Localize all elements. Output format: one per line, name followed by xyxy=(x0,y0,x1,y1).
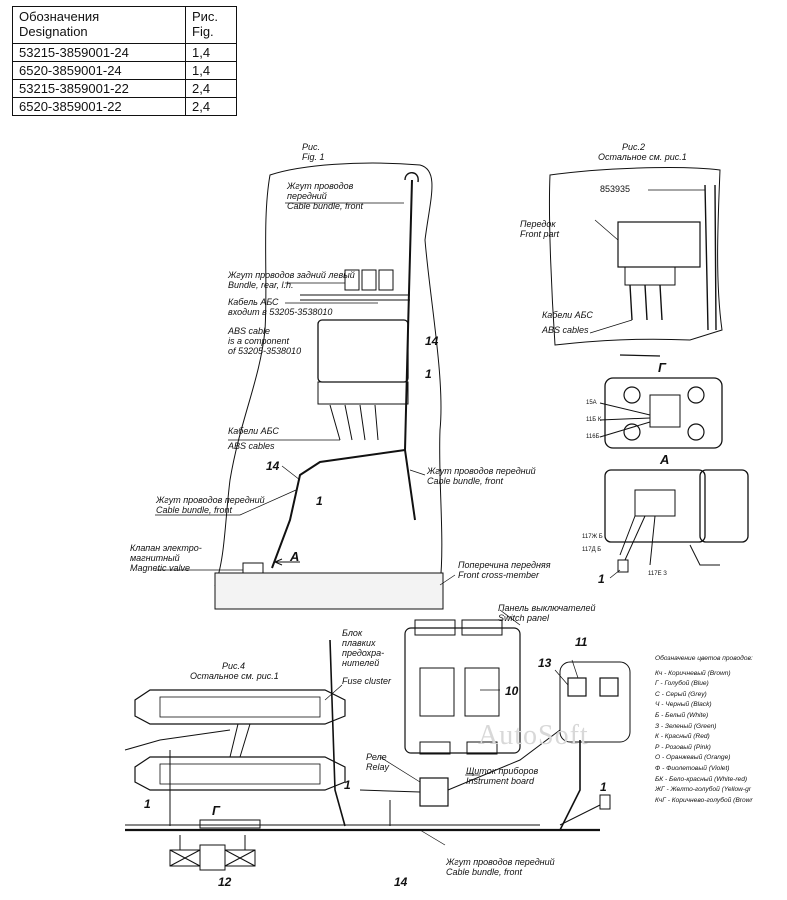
fig2-module xyxy=(617,221,701,268)
legend-item: ЖГ - Желто-голубой (Yellow-gr xyxy=(655,786,751,794)
fig1-leaders xyxy=(155,202,456,586)
legend-item: БК - Бело-красный (White-red) xyxy=(655,775,748,783)
fig2-tag: 15А xyxy=(586,400,597,406)
fig2-part-number: 853935 xyxy=(600,184,631,194)
legend-item: Г - Голубой (Blue) xyxy=(655,680,709,688)
fig2-view-g-block xyxy=(604,377,723,449)
wire-color-legend: Обозначение цветов проводов: Кч - Коричн… xyxy=(655,654,753,806)
fig2-view-a-block xyxy=(604,469,706,543)
fig4-instrument-board xyxy=(559,661,631,743)
fig1-frame-outline xyxy=(214,162,443,586)
fig2-view-g-marker: Г xyxy=(658,360,666,375)
fig4-fuse-cluster-bottom xyxy=(134,756,346,791)
legend-title: Обозначение цветов проводов: xyxy=(655,655,753,662)
fig4-callout-1-right: 1 xyxy=(600,780,607,794)
fig2-tag: 117Е З xyxy=(648,571,667,577)
fig4-relay xyxy=(419,777,449,807)
fig1-callout-1-bottom: 1 xyxy=(316,494,323,508)
legend-item: О - Оранжевый (Orange) xyxy=(655,754,731,762)
fig2-callout-1: 1 xyxy=(598,572,605,586)
fig4-callout-10: 10 xyxy=(505,684,519,698)
fig1-abs-module xyxy=(317,319,409,383)
legend-item: З - Зеленый (Green) xyxy=(655,722,717,730)
legend-item: Ф - Фиолетовый (Violet) xyxy=(655,764,730,772)
fig-cell: 1,4 xyxy=(185,43,237,62)
fig1-bundle-vertical xyxy=(403,179,416,521)
fig4-callout-1-mid: 1 xyxy=(344,778,351,792)
fig4-callout-1-left: 1 xyxy=(144,797,151,811)
fig4-callout-12: 12 xyxy=(218,875,232,889)
fig2-tag: 117Ж Б xyxy=(582,534,603,540)
legend-item: Ч - Черный (Black) xyxy=(655,701,712,709)
legend-item: Б - Белый (White) xyxy=(655,711,709,719)
fig4-callout-11: 11 xyxy=(575,635,588,649)
fig2-tag: 11Б К xyxy=(586,417,602,423)
designation-cell: 6520-3859001-24 xyxy=(12,61,186,80)
fig1-view-a-marker: А xyxy=(290,549,300,564)
designation-table: Обозначения Designation Рис. Fig. 53215-… xyxy=(12,6,237,116)
designation-cell: 53215-3859001-22 xyxy=(12,79,186,98)
fig-header: Рис. Fig. xyxy=(185,6,237,44)
fig2-frame-outline xyxy=(548,167,723,346)
fig1-connectors xyxy=(300,269,410,301)
fig-cell: 2,4 xyxy=(185,97,237,116)
fig2-tag: 116Б xyxy=(586,434,600,440)
fig1-cross-member xyxy=(214,572,444,610)
fig2-view-a-marker: А xyxy=(660,452,670,467)
fig4-callout-14: 14 xyxy=(394,875,408,889)
legend-item: Кч - Коричневый (Brown) xyxy=(655,669,731,677)
legend-item: С - Серый (Grey) xyxy=(655,690,707,698)
fig2-tag: 117Д Б xyxy=(582,547,602,553)
legend-item: КчГ - Коричнево-голубой (Browr xyxy=(655,796,753,804)
fig4-fuse-cluster-top xyxy=(134,689,346,725)
fig1-callout-1-top: 1 xyxy=(425,367,432,381)
fig4-view-g-marker: Г xyxy=(212,803,220,818)
fig1-callout-14-top: 14 xyxy=(425,334,439,348)
watermark: AutoSoft xyxy=(478,720,589,751)
table-header-row: Обозначения Designation Рис. Fig. xyxy=(12,6,237,44)
fig1-bundle-front xyxy=(271,449,406,569)
legend-item: К - Красный (Red) xyxy=(655,733,710,741)
fig1-title: Рис.Fig. 1 xyxy=(302,142,325,162)
fig4-callout-13: 13 xyxy=(538,656,552,670)
legend-item: Р - Розовый (Pink) xyxy=(655,743,711,751)
fig4-connector-12 xyxy=(169,835,256,871)
fig4-leaders xyxy=(324,609,579,846)
fig1-callout-14-bottom: 14 xyxy=(266,459,280,473)
designation-header: Обозначения Designation xyxy=(12,6,186,44)
designation-cell: 6520-3859001-22 xyxy=(12,97,186,116)
